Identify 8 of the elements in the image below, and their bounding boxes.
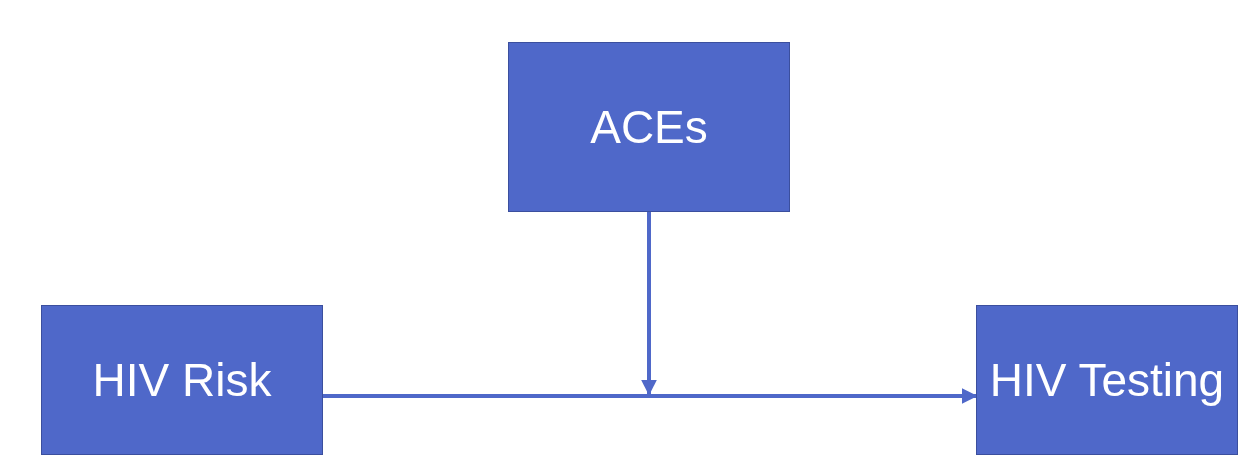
process-box bbox=[976, 305, 1238, 455]
process-box bbox=[508, 42, 790, 212]
process-box bbox=[41, 305, 323, 455]
box-label: ACEs bbox=[590, 100, 708, 154]
box-label: HIV Testing bbox=[989, 353, 1225, 407]
arrow bbox=[641, 212, 657, 396]
box-label: HIV Risk bbox=[92, 353, 272, 407]
arrow bbox=[323, 388, 978, 404]
